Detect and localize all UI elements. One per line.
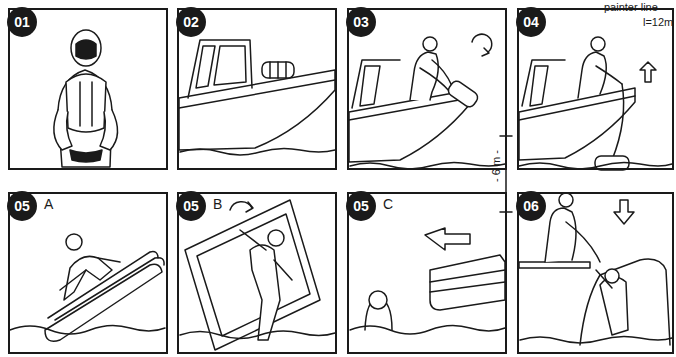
dimension-label: - 6 m -: [490, 150, 502, 182]
step-badge: 05: [176, 191, 206, 221]
step-panel: 01: [8, 8, 168, 170]
boat: [179, 40, 335, 155]
step-panel: 06: [517, 192, 674, 354]
step-panel: 04: [517, 8, 674, 170]
life-raft: [180, 200, 335, 350]
step-panel: 02: [177, 8, 337, 170]
step-number: 05: [353, 198, 369, 214]
boat: [519, 37, 672, 170]
life-raft: [350, 228, 505, 334]
step-panel: 05 B: [177, 192, 337, 354]
part-label: painter line: [604, 1, 658, 13]
survivor-figure: [54, 30, 118, 167]
step-panel: 05 C: [347, 192, 507, 354]
step-panel: 05 A: [8, 192, 168, 354]
step-badge: 05: [7, 191, 37, 221]
substep-letter: A: [44, 196, 53, 212]
step-badge: 02: [176, 7, 206, 37]
step-number: 04: [523, 14, 539, 30]
step-badge: 04: [516, 7, 546, 37]
step-number: 05: [14, 198, 30, 214]
step-number: 06: [523, 198, 539, 214]
step-badge: 03: [346, 7, 376, 37]
substep-letter: B: [213, 196, 222, 212]
substep-letter: C: [383, 196, 393, 212]
step-number: 03: [353, 14, 369, 30]
step-badge: 06: [516, 191, 546, 221]
step-badge: 01: [7, 7, 37, 37]
boat: [349, 34, 512, 212]
step-number: 05: [183, 198, 199, 214]
step-panel: 03: [347, 8, 507, 170]
step-number: 01: [14, 14, 30, 30]
step-number: 02: [183, 14, 199, 30]
life-raft: [10, 234, 165, 341]
step-badge: 05: [346, 191, 376, 221]
dimension-label: l=12m: [643, 16, 673, 28]
